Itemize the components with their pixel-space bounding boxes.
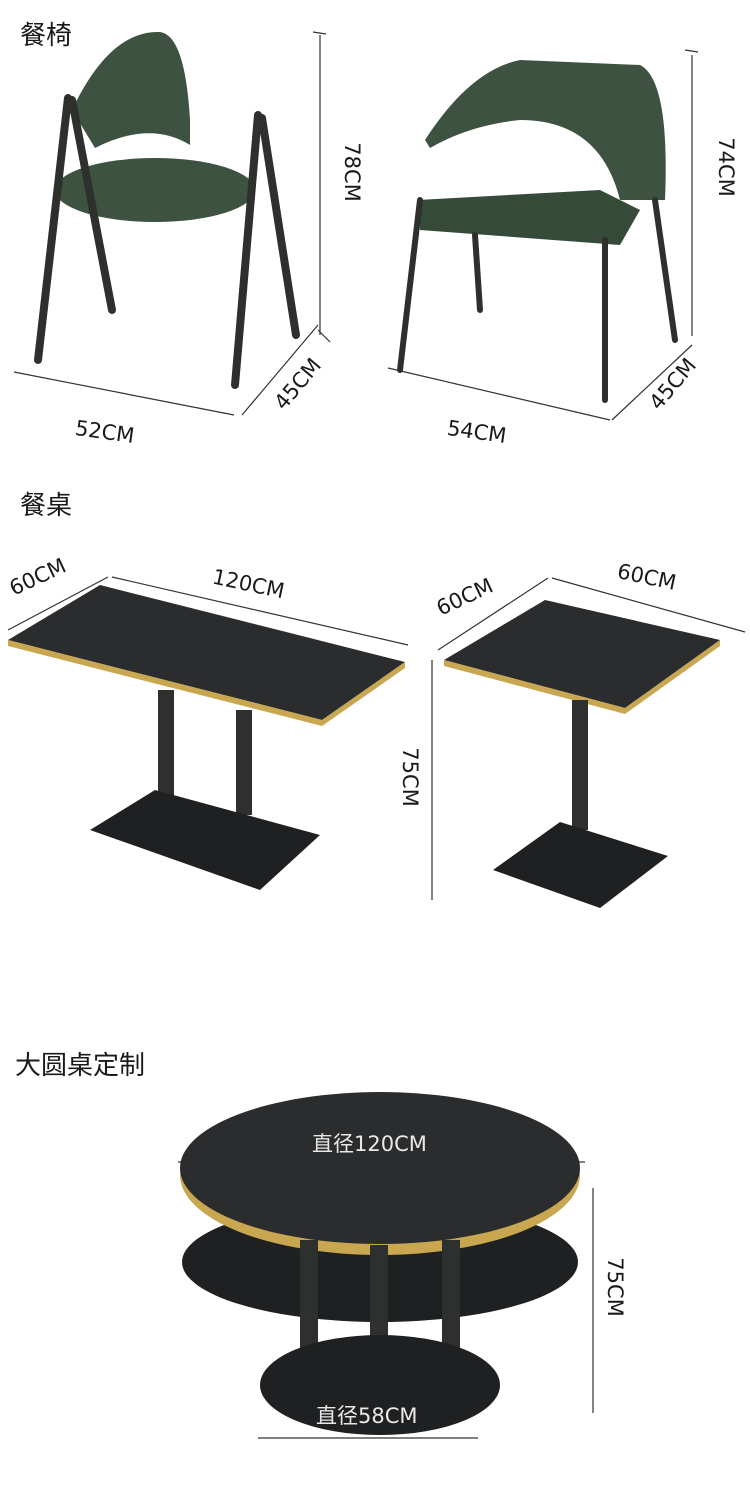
chair-b-illustration [397, 60, 678, 403]
rect-table-height-label: 75CM [397, 747, 422, 807]
section-title-tables: 餐桌 [20, 491, 73, 521]
section-title-chairs: 餐椅 [20, 21, 73, 51]
chair-a-height-label: 78CM [339, 142, 364, 202]
chair-b-height-label: 74CM [713, 137, 738, 197]
chair-a-illustration [34, 31, 300, 389]
round-table-top-diameter-label: 直径120CM [312, 1132, 427, 1156]
rect-table-illustration [8, 585, 405, 890]
dimension-lines [7, 31, 746, 1439]
round-table-illustration [180, 1092, 580, 1435]
section-title-round-table: 大圆桌定制 [15, 1051, 146, 1081]
square-table-illustration [444, 600, 720, 908]
round-table-height-label: 75CM [602, 1257, 627, 1317]
round-table-base-diameter-label: 直径58CM [316, 1404, 418, 1428]
